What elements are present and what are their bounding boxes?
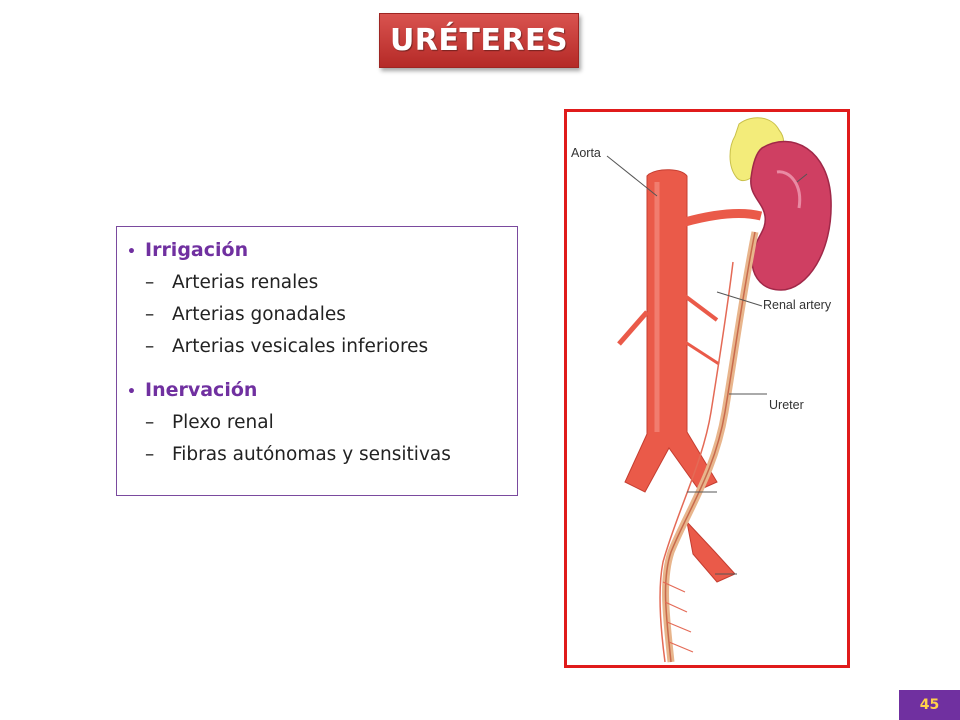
page-number-badge: 45 xyxy=(899,690,960,720)
bullet-icon: • xyxy=(127,244,136,260)
list-item-text: Plexo renal xyxy=(172,412,274,433)
label-aorta: Aorta xyxy=(571,146,601,160)
bullet-heading: • Irrigación xyxy=(127,235,517,267)
label-renal-artery: Renal artery xyxy=(763,298,832,312)
bullet-heading: • Inervación xyxy=(127,375,517,407)
bullet-icon: • xyxy=(127,384,136,400)
label-ureter: Ureter xyxy=(769,398,804,412)
list-item-text: Arterias gonadales xyxy=(172,304,346,325)
dash-icon: – xyxy=(145,336,155,357)
list-item-text: Fibras autónomas y sensitivas xyxy=(172,444,451,465)
list-item: – Arterias gonadales xyxy=(127,299,517,331)
list-item-text: Arterias vesicales inferiores xyxy=(172,336,429,357)
content-box: • Irrigación – Arterias renales – Arteri… xyxy=(116,226,518,496)
list-item: – Plexo renal xyxy=(127,407,517,439)
section-irrigacion: • Irrigación – Arterias renales – Arteri… xyxy=(127,235,517,363)
anatomy-figure: Aorta Renal artery Ureter xyxy=(564,109,850,668)
heading-text: Irrigación xyxy=(145,239,249,261)
list-item: – Fibras autónomas y sensitivas xyxy=(127,439,517,471)
page-number: 45 xyxy=(919,697,940,713)
dash-icon: – xyxy=(145,304,155,325)
dash-icon: – xyxy=(145,444,155,465)
dash-icon: – xyxy=(145,272,155,293)
slide-title-banner: URÉTERES xyxy=(379,13,579,68)
slide-title: URÉTERES xyxy=(389,23,569,58)
list-item: – Arterias renales xyxy=(127,267,517,299)
list-item: – Arterias vesicales inferiores xyxy=(127,331,517,363)
list-item-text: Arterias renales xyxy=(172,272,319,293)
heading-text: Inervación xyxy=(145,379,258,401)
dash-icon: – xyxy=(145,412,155,433)
section-inervacion: • Inervación – Plexo renal – Fibras autó… xyxy=(127,375,517,471)
ureter-anatomy-illustration xyxy=(606,117,832,663)
